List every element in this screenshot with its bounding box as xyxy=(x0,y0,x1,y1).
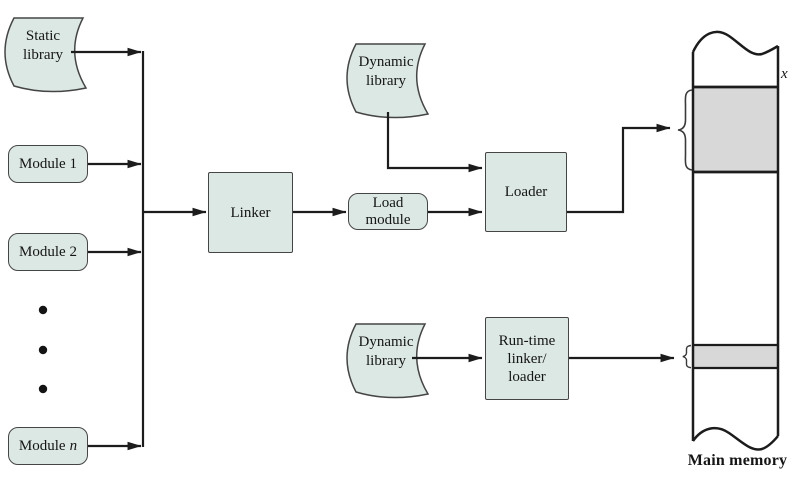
loader-node: Loader xyxy=(485,152,567,232)
load-module-line2: module xyxy=(365,211,411,228)
static-library-shape xyxy=(4,17,88,93)
dynamic-library-top-line1: Dynamic xyxy=(358,54,414,70)
runtime-line2: linker/ xyxy=(507,350,547,367)
dynamic-library-top-label: Dynamic library xyxy=(347,53,425,91)
dynamic-library-bottom-shape xyxy=(346,323,430,399)
runtime-line3: loader xyxy=(508,368,546,385)
dynamic-library-top-line2: library xyxy=(366,73,406,89)
arrow-loader-to-memory xyxy=(567,123,671,214)
dynamic-library-bottom-label: Dynamic library xyxy=(347,333,425,371)
memory-top-wave xyxy=(691,30,779,56)
static-library-label: Static library xyxy=(6,27,80,65)
memory-bottom-wave xyxy=(691,426,779,451)
module-n-label-prefix: Module xyxy=(18,438,66,454)
brace-top-icon xyxy=(677,89,693,171)
module-2-node: Module 2 xyxy=(8,233,88,271)
load-module-node: Load module xyxy=(348,193,428,230)
dynamic-library-bottom-line2: library xyxy=(366,353,406,369)
load-module-line1: Load xyxy=(372,194,404,211)
dynamic-library-top-shape xyxy=(346,43,430,119)
memory-column xyxy=(691,30,780,451)
main-memory-label: Main memory xyxy=(687,452,788,469)
module-n-node: Module n xyxy=(8,427,88,465)
ellipsis-dot xyxy=(38,345,48,355)
loader-label: Loader xyxy=(504,184,548,200)
module-1-label: Module 1 xyxy=(19,156,77,172)
module-n-label-suffix: n xyxy=(69,438,78,454)
runtime-linker-loader-node: Run-time linker/ loader xyxy=(485,317,569,400)
module-1-node: Module 1 xyxy=(8,145,88,183)
dynamic-library-bottom-line1: Dynamic xyxy=(358,334,414,350)
static-library-line1: Static xyxy=(25,28,61,44)
memory-address-x-label: x xyxy=(781,66,788,82)
brace-bottom-icon xyxy=(682,344,692,369)
module-2-label: Module 2 xyxy=(19,244,77,260)
memory-region-runtime xyxy=(694,346,777,367)
ellipsis-dot xyxy=(38,384,48,394)
linker-label: Linker xyxy=(230,204,271,221)
ellipsis-dot xyxy=(38,305,48,315)
linker-node: Linker xyxy=(208,172,293,253)
runtime-line1: Run-time xyxy=(498,332,556,349)
memory-region-x xyxy=(694,88,777,171)
arrow-dynlib-top-to-loader xyxy=(386,112,483,173)
static-library-line2: library xyxy=(23,47,63,63)
